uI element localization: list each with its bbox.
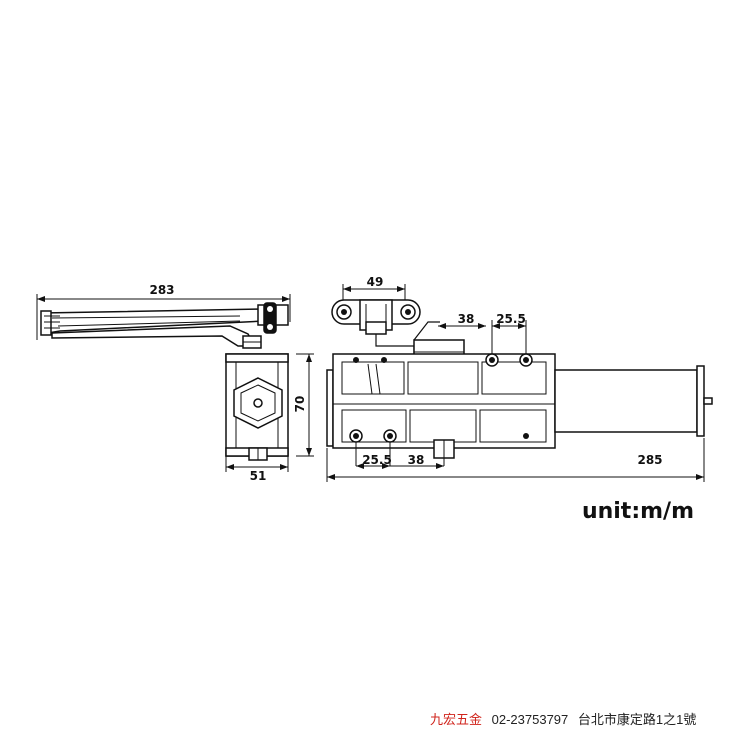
footer-phone: 02-23753797 (491, 712, 569, 727)
dim-body-height: 70 (293, 396, 307, 413)
dim-bottom-hole-spacing: 25.5 (362, 453, 392, 467)
unit-label: unit:m/m (582, 499, 694, 524)
dim-top-offset: 38 (458, 312, 475, 326)
front-view (326, 284, 713, 482)
footer-brand: 九宏五金 (430, 712, 483, 727)
dim-bottom-offset: 38 (408, 453, 425, 467)
dim-body-depth: 51 (250, 469, 267, 483)
footer: 九宏五金 02-23753797 台北市康定路1之1號 (430, 709, 740, 729)
side-view (36, 294, 314, 472)
dim-arm-length: 283 (149, 283, 174, 297)
dim-top-hole-spacing: 25.5 (496, 312, 526, 326)
dim-bracket-width: 49 (367, 275, 384, 289)
footer-address: 台北市康定路1之1號 (577, 712, 697, 727)
dim-body-length: 285 (637, 453, 662, 467)
